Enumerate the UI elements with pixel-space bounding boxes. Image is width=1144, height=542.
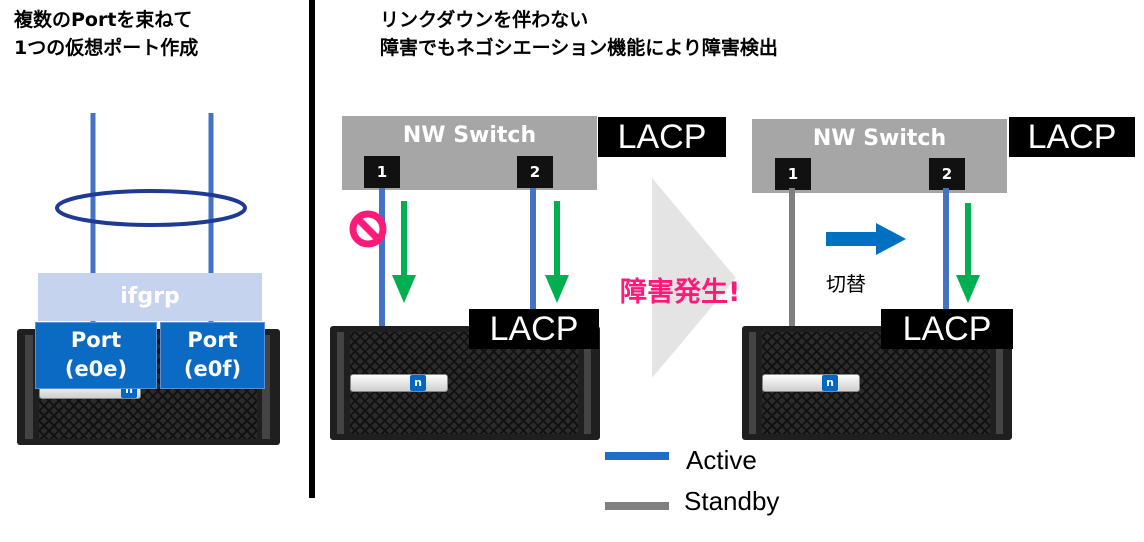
- switch-lacp-after: LACP: [1009, 117, 1135, 157]
- storage-chassis-before: n: [330, 326, 600, 440]
- port-e0f-name: Port: [187, 328, 238, 352]
- port-e0e: Port (e0e): [35, 322, 157, 389]
- nw-switch-before-label: NW Switch: [402, 123, 537, 148]
- nw-switch-before: NW Switch: [342, 116, 597, 190]
- switch-action-text: 切替: [826, 272, 866, 296]
- failure-occurred-text: 障害発生!: [620, 277, 741, 308]
- right-title-line1: リンクダウンを伴わない: [380, 9, 589, 31]
- switch-lacp-before: LACP: [598, 117, 726, 157]
- switch-port-2-after: 2: [929, 158, 965, 190]
- right-title-line2: 障害でもネゴシエーション機能により障害検出: [380, 37, 778, 59]
- panel-divider: [309, 0, 315, 498]
- ifgrp-label: ifgrp: [120, 284, 180, 309]
- storage-handle: [350, 374, 448, 392]
- links-before: [349, 188, 569, 327]
- port-e0e-id: (e0e): [64, 357, 128, 381]
- links-after: [789, 188, 980, 327]
- left-title-line2: 1つの仮想ポート作成: [14, 37, 199, 59]
- nw-switch-after-label: NW Switch: [812, 126, 947, 151]
- legend-active-label: Active: [686, 445, 757, 475]
- left-title-line1: 複数のPortを束ねて: [14, 9, 193, 31]
- storage-handle: [762, 374, 860, 392]
- legend-active-swatch: [605, 452, 669, 460]
- legend-standby-swatch: [605, 502, 669, 510]
- traffic-arrow-1-icon: [392, 201, 416, 303]
- storage-lacp-after: LACP: [881, 309, 1013, 349]
- no-entry-icon: [349, 210, 387, 248]
- traffic-arrow-2-icon: [545, 201, 569, 303]
- switch-port-2-before: 2: [517, 156, 553, 188]
- storage-chassis-after: n: [742, 326, 1012, 440]
- nw-switch-after: NW Switch: [752, 119, 1007, 193]
- transition-arrow-icon: [652, 178, 736, 378]
- netapp-logo-icon: n: [410, 375, 426, 391]
- switch-port-1-before: 1: [364, 156, 400, 188]
- legend-standby-label: Standby: [684, 486, 780, 516]
- ifgrp-band: ifgrp: [38, 273, 262, 321]
- netapp-logo-icon: n: [822, 375, 838, 391]
- failover-arrow-icon: [826, 223, 906, 255]
- port-e0f: Port (e0f): [160, 322, 265, 389]
- port-e0f-id: (e0f): [183, 357, 242, 381]
- bundle-ring-icon: [55, 189, 247, 227]
- switch-port-1-after: 1: [775, 158, 811, 190]
- traffic-arrow-after-icon: [956, 203, 980, 303]
- port-e0e-name: Port: [70, 328, 122, 352]
- storage-lacp-before: LACP: [469, 309, 599, 349]
